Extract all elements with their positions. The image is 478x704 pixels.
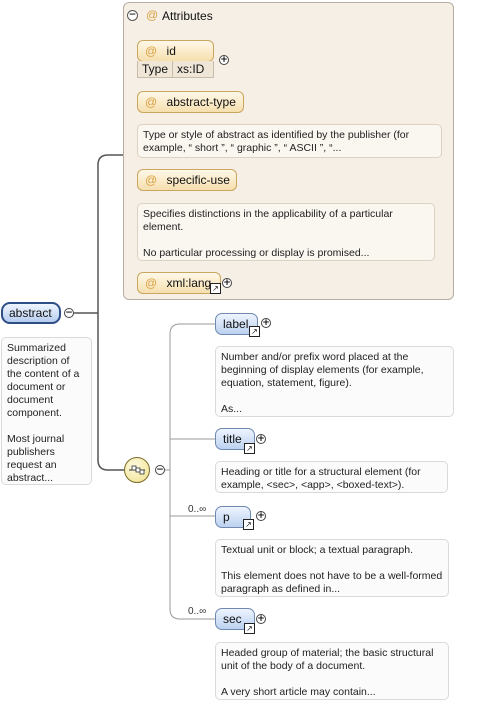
- expand-title-icon[interactable]: +: [256, 434, 266, 444]
- attributes-title: Attributes: [162, 9, 213, 23]
- title-doc: Heading or title for a structural elemen…: [215, 461, 448, 493]
- at-icon: @: [145, 44, 158, 58]
- specific-use-doc: Specifies distinctions in the applicabil…: [137, 203, 435, 261]
- branch-to-attributes-line: [97, 154, 123, 313]
- expand-sec-icon[interactable]: +: [256, 614, 266, 624]
- root-element-abstract[interactable]: abstract: [1, 302, 61, 324]
- sequence-connectors: [165, 323, 215, 620]
- attribute-specific-use[interactable]: @ specific-use: [137, 169, 237, 191]
- expand-id-icon[interactable]: +: [219, 55, 229, 65]
- child-element-label[interactable]: label: [215, 313, 258, 335]
- attribute-id[interactable]: @ id: [137, 40, 214, 62]
- attribute-abstract-type[interactable]: @ abstract-type: [137, 91, 244, 113]
- reference-arrow-icon: ↗: [243, 519, 254, 530]
- expand-label-icon[interactable]: +: [261, 318, 271, 328]
- reference-arrow-icon: ↗: [249, 326, 260, 337]
- label-connector-line: [169, 323, 215, 470]
- collapse-root-icon[interactable]: −: [64, 308, 74, 318]
- sequence-compositor-icon[interactable]: [124, 457, 150, 483]
- sec-doc: Headed group of material; the basic stru…: [215, 642, 449, 700]
- attribute-name: abstract-type: [166, 95, 236, 109]
- sec-connector-line: [169, 516, 215, 620]
- occurrence-label: 0..∞: [188, 504, 207, 515]
- expand-p-icon[interactable]: +: [256, 511, 266, 521]
- expand-xml-lang-icon[interactable]: +: [222, 278, 232, 288]
- at-icon: @: [146, 8, 159, 22]
- at-icon: @: [145, 276, 158, 290]
- reference-arrow-icon: ↗: [244, 623, 255, 634]
- reference-arrow-icon: ↗: [244, 443, 255, 454]
- root-doc: Summarized description of the content of…: [1, 337, 92, 485]
- collapse-sequence-icon[interactable]: −: [155, 465, 165, 475]
- label-doc: Number and/or prefix word placed at the …: [215, 346, 454, 417]
- sequence-glyph-icon: [129, 465, 145, 475]
- occurrence-label: 0..∞: [188, 606, 207, 617]
- type-value: xs:ID: [177, 62, 205, 76]
- attribute-name: id: [166, 44, 176, 58]
- root-connectors: [74, 154, 124, 471]
- child-element-p[interactable]: p: [215, 506, 251, 528]
- type-label: Type: [138, 61, 174, 78]
- at-icon: @: [145, 95, 158, 109]
- reference-arrow-icon: ↗: [210, 283, 221, 294]
- abstract-type-doc: Type or style of abstract as identified …: [137, 124, 442, 158]
- attribute-xml-lang[interactable]: @ xml:lang: [137, 272, 221, 294]
- attributes-collapse-icon[interactable]: −: [127, 10, 138, 21]
- attribute-name: xml:lang: [166, 276, 212, 290]
- attribute-name: specific-use: [166, 173, 230, 187]
- branch-to-sequence-line: [97, 313, 124, 471]
- p-doc: Textual unit or block; a textual paragra…: [215, 539, 449, 597]
- at-icon: @: [145, 173, 158, 187]
